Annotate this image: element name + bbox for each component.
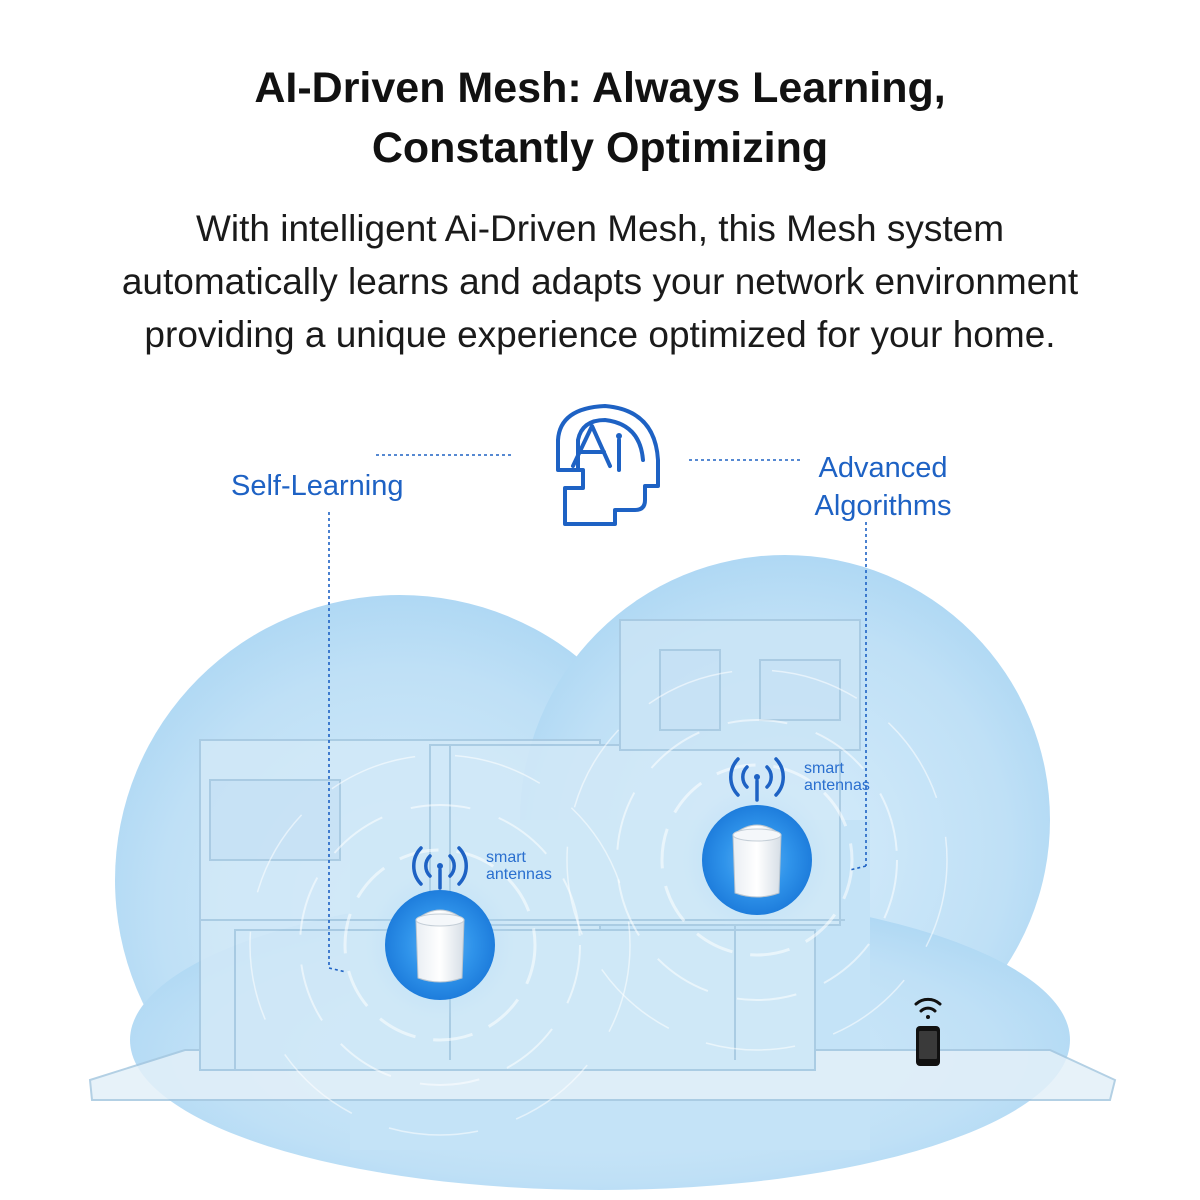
description-line-1: With intelligent Ai-Driven Mesh, this Me… — [195, 208, 1005, 249]
description-line-2: automatically learns and adapts your net… — [121, 261, 1079, 302]
wifi-signal-icon — [914, 997, 942, 1019]
mesh-router-icon — [415, 909, 465, 983]
feature-advanced-line-1: Advanced — [818, 452, 948, 484]
description: With intelligent Ai-Driven Mesh, this Me… — [0, 202, 1200, 361]
feature-self-learning: Self-Learning — [231, 470, 404, 502]
node-1-label: smart antennas — [486, 849, 552, 883]
feature-advanced-algorithms: Advanced Algorithms — [803, 449, 963, 525]
headline-line-1: AI-Driven Mesh: Always Learning, — [254, 64, 946, 112]
ai-head-icon — [556, 404, 660, 526]
node-1-label-line-1: smart — [486, 849, 526, 866]
headline-line-2: Constantly Optimizing — [371, 124, 829, 172]
smartphone-icon — [914, 997, 942, 1066]
feature-advanced-line-2: Algorithms — [814, 490, 952, 522]
house-illustration — [88, 619, 1117, 1101]
node-2-label-line-1: smart — [804, 760, 844, 777]
node-2-label: smart antennas — [804, 760, 870, 794]
mesh-node-1 — [365, 846, 515, 1020]
node-2-label-line-2: antennas — [804, 777, 870, 794]
connector-lines — [328, 454, 867, 973]
mesh-router-icon — [732, 824, 782, 898]
headline: AI-Driven Mesh: Always Learning, Constan… — [0, 58, 1200, 178]
description-line-3: providing a unique experience optimized … — [144, 314, 1056, 355]
node-1-label-line-2: antennas — [486, 866, 552, 883]
wifi-antenna-icon — [729, 757, 785, 802]
mesh-node-2 — [682, 757, 832, 935]
signal-rings — [249, 669, 948, 1136]
wifi-antenna-icon — [412, 846, 468, 890]
